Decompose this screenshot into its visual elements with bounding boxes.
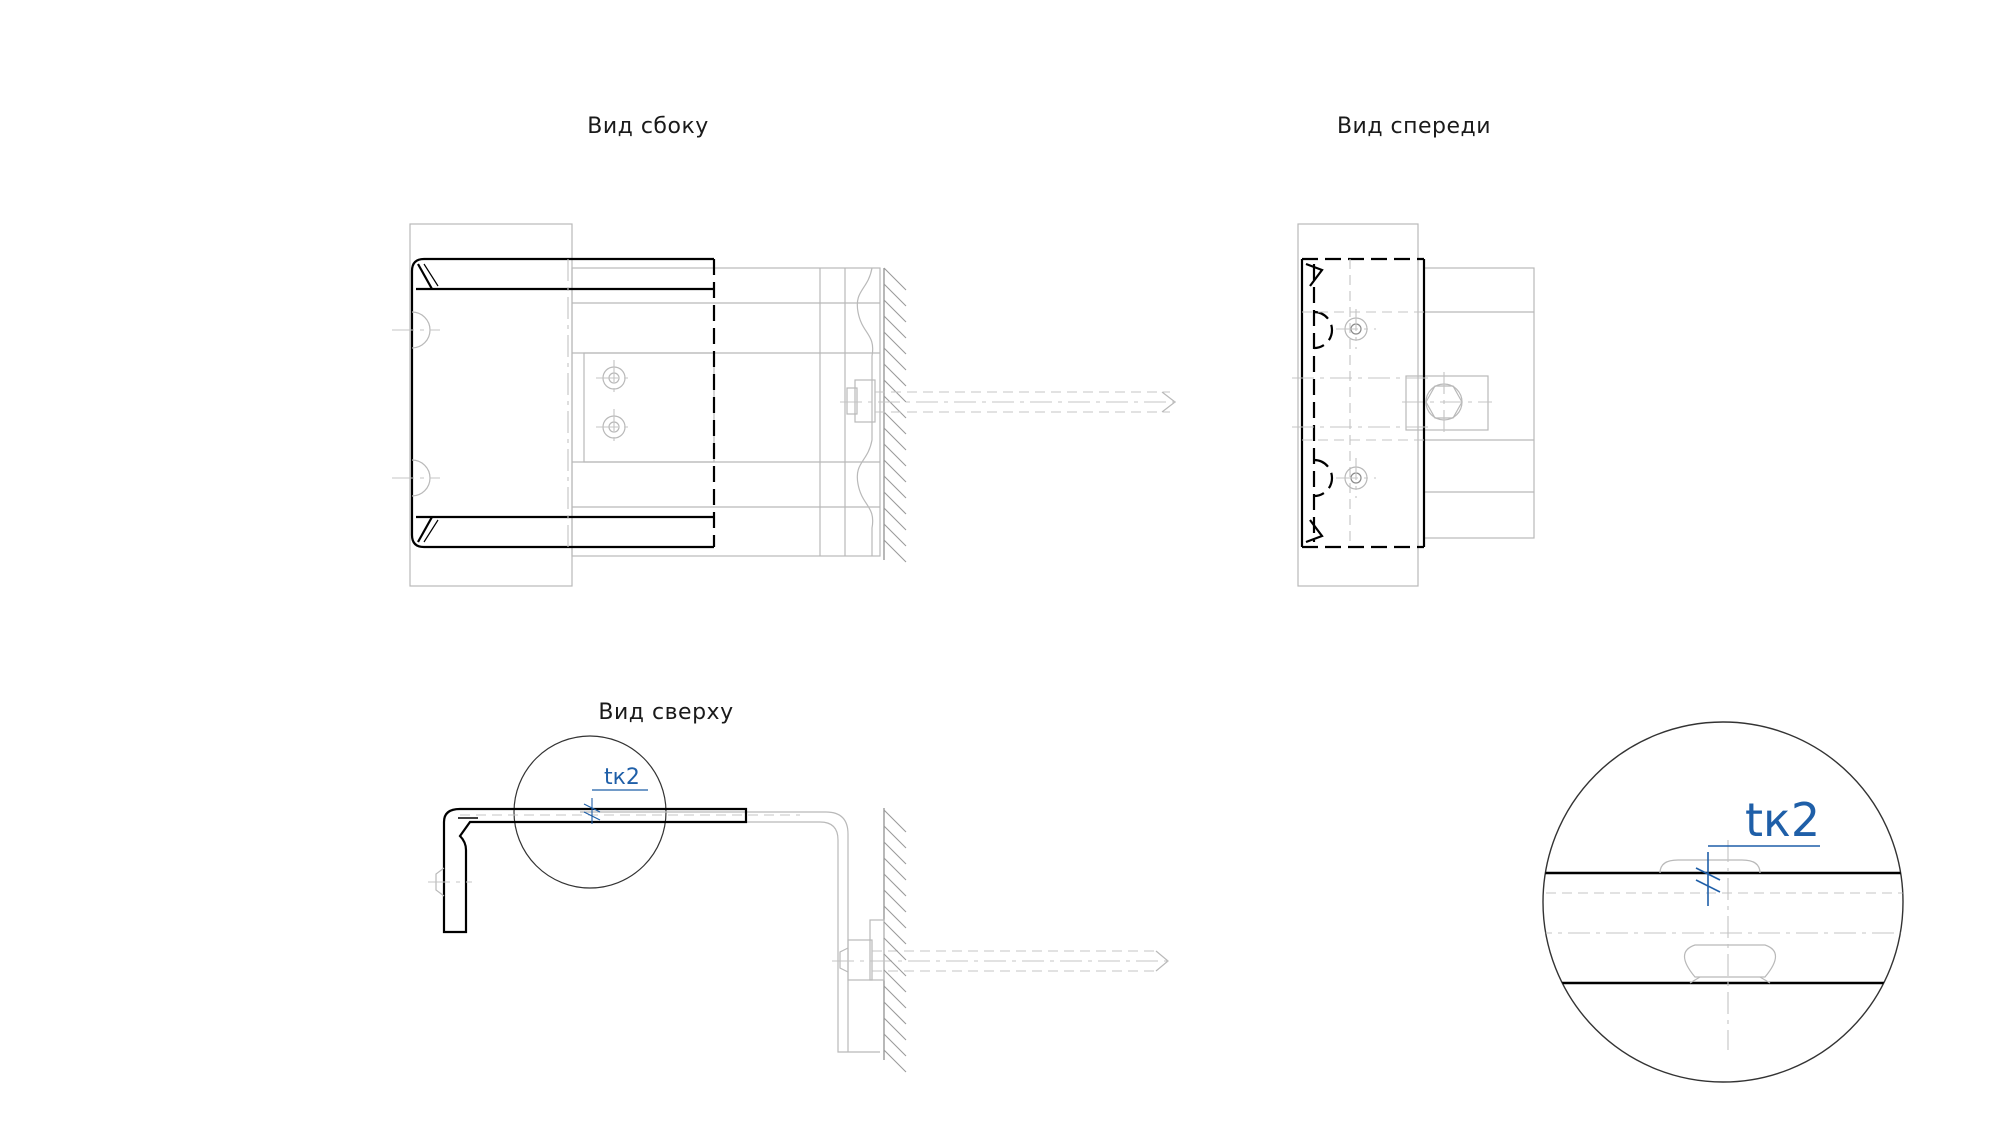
wall-hatch-line xyxy=(883,953,907,977)
detail-tag-label: tк2 xyxy=(1745,793,1820,847)
wall-hatch-line xyxy=(883,331,907,355)
side-view-background-profile xyxy=(409,223,881,587)
side-view-left-fasteners xyxy=(392,311,440,497)
top-view-cassette xyxy=(428,807,800,934)
detail-slot-lower xyxy=(1683,944,1777,978)
top-view-wall-hatch xyxy=(883,809,907,1073)
top-view-title: Вид сверху xyxy=(598,700,733,725)
wall-hatch-line xyxy=(883,347,907,371)
wall-hatch-line xyxy=(883,969,907,993)
wall-hatch-line xyxy=(883,921,907,945)
wall-hatch-line xyxy=(883,283,907,307)
side-view-wall xyxy=(883,267,907,563)
wall-hatch-line xyxy=(883,267,907,291)
side-view-cassette xyxy=(410,257,716,549)
side-view-anchor-bolt xyxy=(840,379,1180,423)
wall-hatch-line xyxy=(883,539,907,563)
wall-hatch-line xyxy=(883,841,907,865)
wall-hatch-line xyxy=(883,299,907,323)
wall-hatch-line xyxy=(883,491,907,515)
front-view: Вид спереди xyxy=(1292,114,1535,587)
wall-hatch-line xyxy=(883,857,907,881)
wall-hatch-line xyxy=(883,1001,907,1025)
front-view-title: Вид спереди xyxy=(1337,114,1491,139)
wall-hatch-line xyxy=(883,443,907,467)
top-view-bracket xyxy=(580,811,880,1053)
wall-hatch-line xyxy=(883,427,907,451)
wall-hatch-line xyxy=(883,411,907,435)
detail-slot-upper xyxy=(1659,859,1761,874)
detail-view: tк2 xyxy=(1542,721,1904,1083)
wall-hatch-line xyxy=(883,459,907,483)
front-view-background xyxy=(1297,223,1535,587)
wall-hatch-line xyxy=(883,523,907,547)
wall-hatch-line xyxy=(883,937,907,961)
side-view-title: Вид сбоку xyxy=(587,114,709,139)
wall-hatch-line xyxy=(883,379,907,403)
wall-hatch-line xyxy=(883,475,907,499)
front-view-rivets xyxy=(1336,309,1376,498)
side-view-bracket-wave xyxy=(856,267,874,556)
wall-hatch-line xyxy=(883,873,907,897)
wall-hatch-line xyxy=(883,395,907,419)
top-view-thickness-callout: tк2 xyxy=(583,765,648,824)
wall-hatch-line xyxy=(883,825,907,849)
wall-hatch-line xyxy=(883,507,907,531)
side-view: Вид сбоку xyxy=(392,114,1180,587)
wall-hatch-line xyxy=(883,1017,907,1041)
wall-hatch-line xyxy=(883,985,907,1009)
wall-hatch-line xyxy=(883,1033,907,1057)
wall-hatch-line xyxy=(883,1049,907,1073)
wall-hatch-line xyxy=(883,809,907,833)
wall-hatch-line xyxy=(883,363,907,387)
detail-thickness-callout: tк2 xyxy=(1695,793,1820,906)
top-view-anchor-bolt xyxy=(832,950,1170,972)
top-view-wall xyxy=(839,808,885,1060)
front-view-cassette xyxy=(1292,257,1430,549)
wall-hatch-line xyxy=(883,905,907,929)
top-view-tag-label: tк2 xyxy=(604,765,640,790)
top-view: Вид сверху xyxy=(428,700,1170,1060)
wall-hatch-line xyxy=(883,889,907,913)
side-view-rivets xyxy=(596,360,632,445)
wall-hatch-line xyxy=(883,315,907,339)
detail-circle xyxy=(1542,721,1904,1083)
